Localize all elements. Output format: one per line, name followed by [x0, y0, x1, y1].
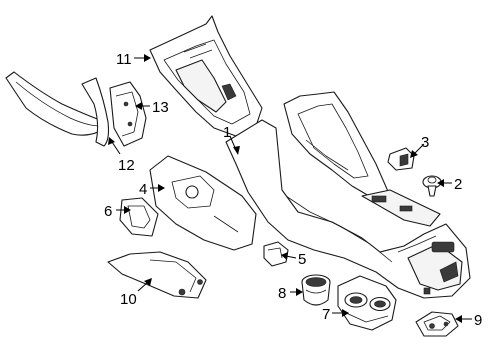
arrow-5 — [281, 252, 288, 260]
arrow-13 — [135, 102, 142, 110]
arrow-3 — [410, 150, 418, 158]
part-8-cup — [301, 274, 331, 306]
callout-5: 5 — [298, 251, 306, 268]
callout-7: 7 — [322, 306, 330, 323]
callout-labels: 1 2 3 4 5 6 7 8 9 10 11 12 13 — [104, 51, 482, 329]
part-11-shifter-bezel — [149, 15, 263, 137]
part-5-clip — [263, 241, 289, 267]
part-3-switch — [387, 147, 415, 171]
part-12-trim-panel — [5, 71, 110, 147]
part-2-pin — [422, 175, 442, 197]
arrow-2 — [437, 179, 444, 187]
callout-4: 4 — [139, 181, 147, 198]
part-1-console — [225, 119, 471, 299]
part-10-lower-trim — [107, 251, 207, 299]
leader-12 — [111, 141, 121, 155]
part-13-bracket — [109, 81, 147, 147]
callout-9: 9 — [474, 312, 482, 329]
callout-6: 6 — [104, 203, 112, 220]
arrow-6 — [124, 206, 131, 214]
leader-5 — [285, 255, 297, 259]
arrow-7 — [342, 309, 349, 317]
callout-10: 10 — [120, 291, 137, 308]
arrow-12 — [108, 137, 115, 145]
callout-11: 11 — [116, 51, 132, 68]
callout-1: 1 — [223, 124, 231, 141]
part-7-cup-holder — [337, 275, 397, 331]
arrow-9 — [455, 315, 462, 323]
leader-3 — [413, 143, 425, 155]
leader-lines — [108, 54, 472, 323]
leader-10 — [137, 281, 149, 292]
callout-13: 13 — [152, 99, 169, 116]
arrow-10 — [144, 278, 152, 286]
part-4-side-panel — [149, 155, 257, 251]
part-9-bracket — [415, 311, 459, 337]
callout-3: 3 — [421, 134, 429, 151]
console-armrest-frame — [283, 91, 441, 227]
arrow-4 — [158, 184, 165, 192]
callout-12: 12 — [118, 157, 135, 174]
arrow-8 — [296, 288, 303, 296]
callout-2: 2 — [454, 176, 462, 193]
callout-8: 8 — [278, 285, 286, 302]
arrow-1 — [233, 146, 240, 155]
part-6-cover — [119, 197, 159, 237]
arrow-11 — [144, 54, 151, 62]
